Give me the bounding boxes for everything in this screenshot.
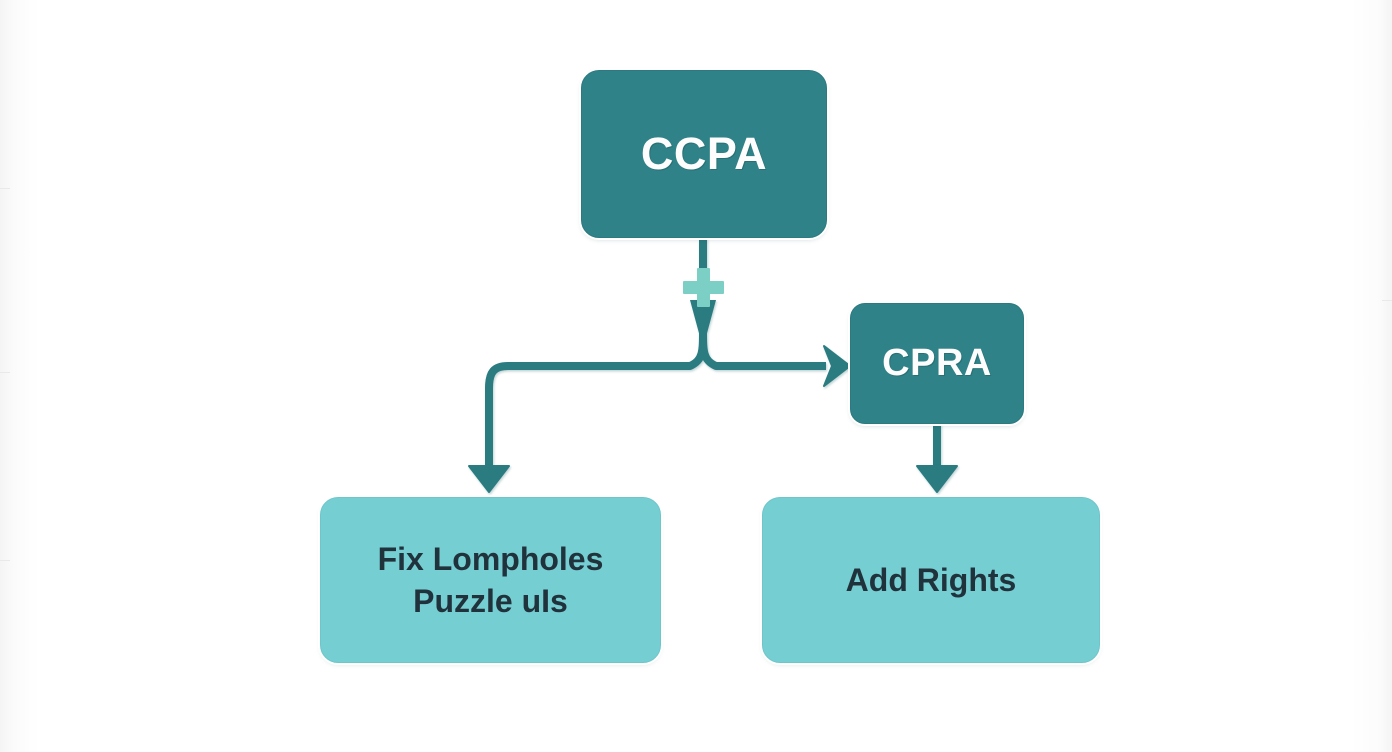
edge-ccpa-to-cpra [699, 329, 826, 370]
edge-ccpa-to-loopholes [485, 329, 707, 466]
edge-tick [0, 560, 10, 561]
edge-tick [0, 372, 10, 373]
node-cpra[interactable]: CPRA [850, 303, 1024, 424]
edge-funnel [690, 300, 716, 348]
node-fix-loopholes-label: Fix Lompholes Puzzle uIs [377, 540, 604, 619]
node-cpra-label: CPRA [882, 342, 992, 384]
node-ccpa-label: CCPA [640, 128, 768, 179]
edge-tick [1382, 300, 1392, 301]
plus-marker-icon [683, 268, 724, 307]
arrow-right-icon [823, 345, 851, 387]
node-fix-loopholes[interactable]: Fix Lompholes Puzzle uIs [320, 497, 661, 663]
arrow-down-icon [916, 465, 958, 493]
node-ccpa[interactable]: CCPA [581, 70, 827, 238]
edge-tick [0, 188, 10, 189]
node-add-rights[interactable]: Add Rights [762, 497, 1100, 663]
node-add-rights-label: Add Rights [845, 561, 1017, 598]
arrow-down-icon [468, 465, 510, 493]
